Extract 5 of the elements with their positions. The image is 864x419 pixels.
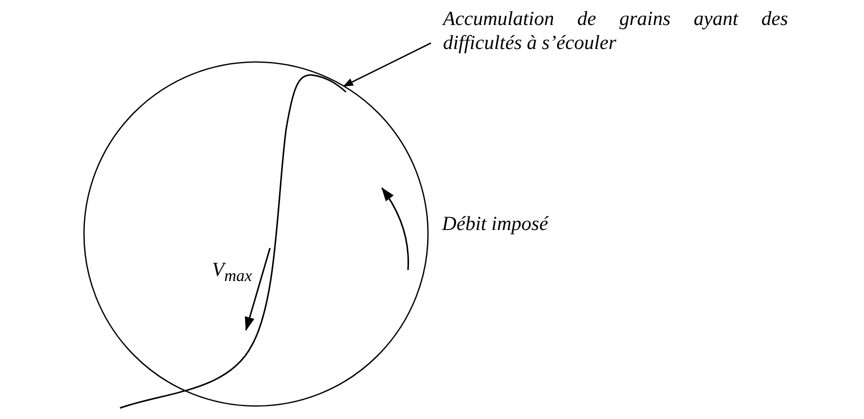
flow-label: Débit imposé [442,212,548,236]
free-surface-line [120,74,346,409]
leader-line [343,42,432,87]
velocity-label: V$_{max}$ [212,258,252,287]
annotation-text: Accumulation de grains ayant des difficultés à s’écouler [443,7,788,55]
